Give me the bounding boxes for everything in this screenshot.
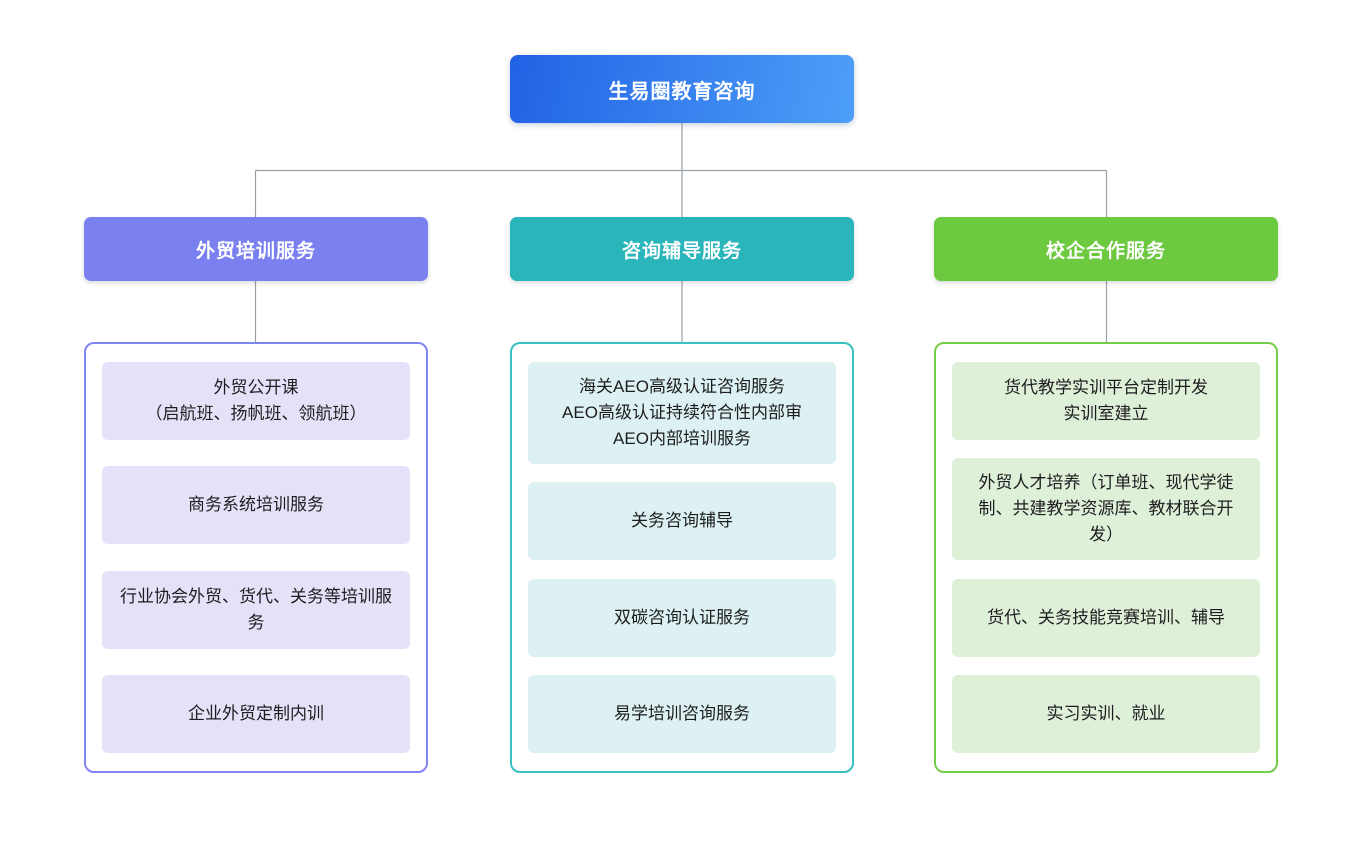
branch-item-label: 双碳咨询认证服务 [614, 607, 750, 627]
branch-item-label: 易学培训咨询服务 [614, 703, 750, 723]
branch-header-school-enterprise-cooperation[interactable]: 校企合作服务 [934, 217, 1278, 281]
branch-item[interactable]: 易学培训咨询服务 [528, 674, 836, 753]
branch-item-label: 企业外贸定制内训 [188, 703, 324, 723]
branch-item[interactable]: 实习实训、就业 [952, 674, 1260, 753]
branch-item-label: 外贸公开课 （启航班、扬帆班、领航班） [145, 378, 367, 423]
branch-item-label: 货代教学实训平台定制开发 实训室建立 [1004, 378, 1208, 423]
branch-item-label: 海关AEO高级认证咨询服务 AEO高级认证持续符合性内部审 AEO内部培训服务 [562, 377, 802, 448]
branch-item[interactable]: 行业协会外贸、货代、关务等培训服务 [102, 570, 410, 649]
branch-item[interactable]: 关务咨询辅导 [528, 482, 836, 561]
branch-item-label: 货代、关务技能竞赛培训、辅导 [987, 607, 1225, 627]
branch-item[interactable]: 双碳咨询认证服务 [528, 578, 836, 657]
branch-panel-foreign-trade-training: 外贸公开课 （启航班、扬帆班、领航班） 商务系统培训服务 行业协会外贸、货代、关… [84, 342, 428, 773]
branch-item-label: 行业协会外贸、货代、关务等培训服务 [120, 586, 392, 632]
branch-item-label: 关务咨询辅导 [631, 511, 733, 531]
branch-item-label: 实习实训、就业 [1046, 703, 1166, 723]
branch-panel-school-enterprise-cooperation: 货代教学实训平台定制开发 实训室建立 外贸人才培养（订单班、现代学徒制、共建教学… [934, 342, 1278, 773]
branch-item[interactable]: 货代、关务技能竞赛培训、辅导 [952, 578, 1260, 657]
branch-header-label: 外贸培训服务 [195, 240, 316, 262]
branch-header-label: 校企合作服务 [1045, 240, 1166, 262]
branch-item[interactable]: 商务系统培训服务 [102, 466, 410, 545]
branch-item[interactable]: 外贸人才培养（订单班、现代学徒制、共建教学资源库、教材联合开发） [952, 458, 1260, 561]
branch-header-foreign-trade-training[interactable]: 外贸培训服务 [84, 217, 428, 281]
branch-item-label: 商务系统培训服务 [188, 495, 324, 515]
root-node[interactable]: 生易圈教育咨询 [510, 55, 854, 123]
branch-item[interactable]: 企业外贸定制内训 [102, 674, 410, 753]
branch-item[interactable]: 海关AEO高级认证咨询服务 AEO高级认证持续符合性内部审 AEO内部培训服务 [528, 362, 836, 464]
branch-item[interactable]: 货代教学实训平台定制开发 实训室建立 [952, 362, 1260, 440]
branch-item[interactable]: 外贸公开课 （启航班、扬帆班、领航班） [102, 362, 410, 440]
branch-header-label: 咨询辅导服务 [621, 240, 742, 262]
branch-panel-consulting-coaching: 海关AEO高级认证咨询服务 AEO高级认证持续符合性内部审 AEO内部培训服务 … [510, 342, 854, 773]
branch-item-label: 外贸人才培养（订单班、现代学徒制、共建教学资源库、教材联合开发） [978, 473, 1234, 545]
branch-header-consulting-coaching[interactable]: 咨询辅导服务 [510, 217, 854, 281]
root-node-label: 生易圈教育咨询 [608, 80, 756, 103]
